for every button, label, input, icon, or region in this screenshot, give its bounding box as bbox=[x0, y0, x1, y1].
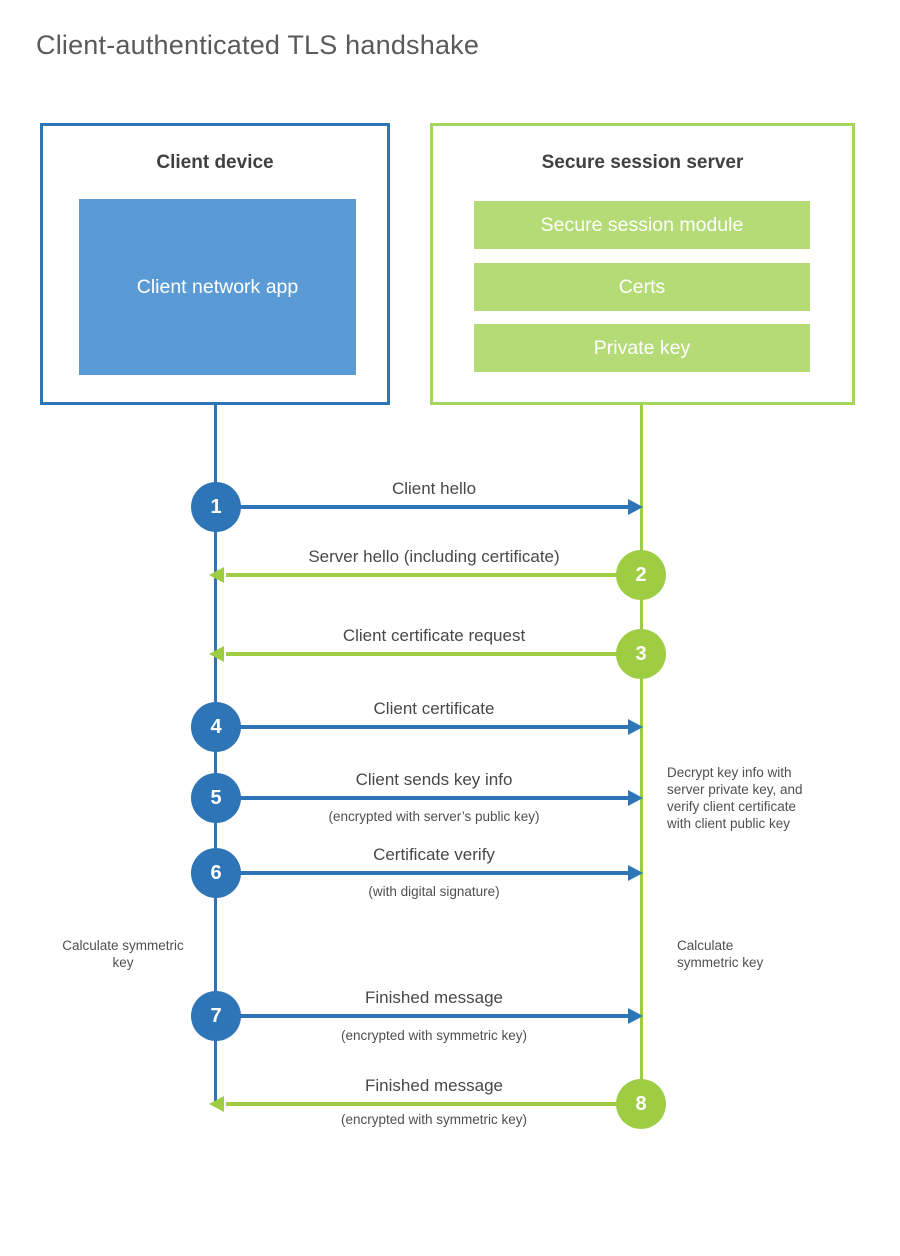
arrow-head-right-icon bbox=[628, 1008, 643, 1024]
arrow-head-left-icon bbox=[209, 646, 224, 662]
client-device-box: Client device Client network app bbox=[40, 123, 390, 405]
arrow-head-right-icon bbox=[628, 499, 643, 515]
step-circle-2: 2 bbox=[616, 550, 666, 600]
arrow-shaft-5 bbox=[238, 796, 630, 800]
message-label-6: Certificate verify bbox=[373, 845, 495, 864]
message-sublabel-6: (with digital signature) bbox=[368, 884, 500, 899]
server-module-certs: Certs bbox=[474, 263, 810, 311]
arrow-shaft-2 bbox=[226, 573, 618, 577]
step-circle-5: 5 bbox=[191, 773, 241, 823]
arrow-head-left-icon bbox=[209, 1096, 224, 1112]
arrow-shaft-7 bbox=[238, 1014, 630, 1018]
arrow-head-right-icon bbox=[628, 790, 643, 806]
message-label-4: Client certificate bbox=[373, 699, 495, 718]
step-circle-4: 4 bbox=[191, 702, 241, 752]
server-module-secure-session: Secure session module bbox=[474, 201, 810, 249]
decrypt-note-line: Decrypt key info with bbox=[667, 765, 792, 780]
message-label-2: Server hello (including certificate) bbox=[308, 547, 560, 566]
client-device-title: Client device bbox=[156, 152, 274, 173]
arrow-shaft-8 bbox=[226, 1102, 618, 1106]
calculate-symmetric-key-note-client: Calculate symmetric key bbox=[62, 938, 184, 970]
client-network-app-box: Client network app bbox=[79, 199, 356, 375]
message-label-8: Finished message bbox=[365, 1076, 503, 1095]
message-label-5: Client sends key info bbox=[355, 770, 513, 789]
decrypt-note-line: with client public key bbox=[667, 816, 791, 831]
arrow-shaft-1 bbox=[238, 505, 630, 509]
arrow-head-right-icon bbox=[628, 865, 643, 881]
secure-session-server-box: Secure session server Secure session mod… bbox=[430, 123, 855, 405]
arrow-head-left-icon bbox=[209, 567, 224, 583]
arrow-shaft-4 bbox=[238, 725, 630, 729]
step-circle-6: 6 bbox=[191, 848, 241, 898]
message-label-1: Client hello bbox=[391, 479, 477, 498]
step-circle-3: 3 bbox=[616, 629, 666, 679]
message-label-7: Finished message bbox=[365, 988, 503, 1007]
message-sublabel-5: (encrypted with server’s public key) bbox=[328, 809, 540, 824]
calculate-symmetric-key-note-server: Calculate symmetric key bbox=[677, 938, 764, 970]
decrypt-note: Decrypt key info with server private key… bbox=[667, 764, 837, 832]
decrypt-note-line: verify client certificate bbox=[667, 799, 797, 814]
message-label-3: Client certificate request bbox=[342, 626, 526, 645]
page-title: Client-authenticated TLS handshake bbox=[36, 30, 480, 60]
client-lifeline bbox=[214, 405, 217, 1106]
server-title: Secure session server bbox=[541, 152, 744, 173]
step-circle-7: 7 bbox=[191, 991, 241, 1041]
server-lifeline bbox=[640, 405, 643, 1104]
server-module-private-key: Private key bbox=[474, 324, 810, 372]
decrypt-note-line: server private key, and bbox=[667, 782, 803, 797]
arrow-shaft-3 bbox=[226, 652, 618, 656]
client-network-app-label: Client network app bbox=[136, 276, 299, 298]
message-sublabel-8: (encrypted with symmetric key) bbox=[340, 1112, 528, 1127]
arrow-head-right-icon bbox=[628, 719, 643, 735]
step-circle-8: 8 bbox=[616, 1079, 666, 1129]
arrow-shaft-6 bbox=[238, 871, 630, 875]
message-sublabel-7: (encrypted with symmetric key) bbox=[340, 1028, 528, 1043]
step-circle-1: 1 bbox=[191, 482, 241, 532]
